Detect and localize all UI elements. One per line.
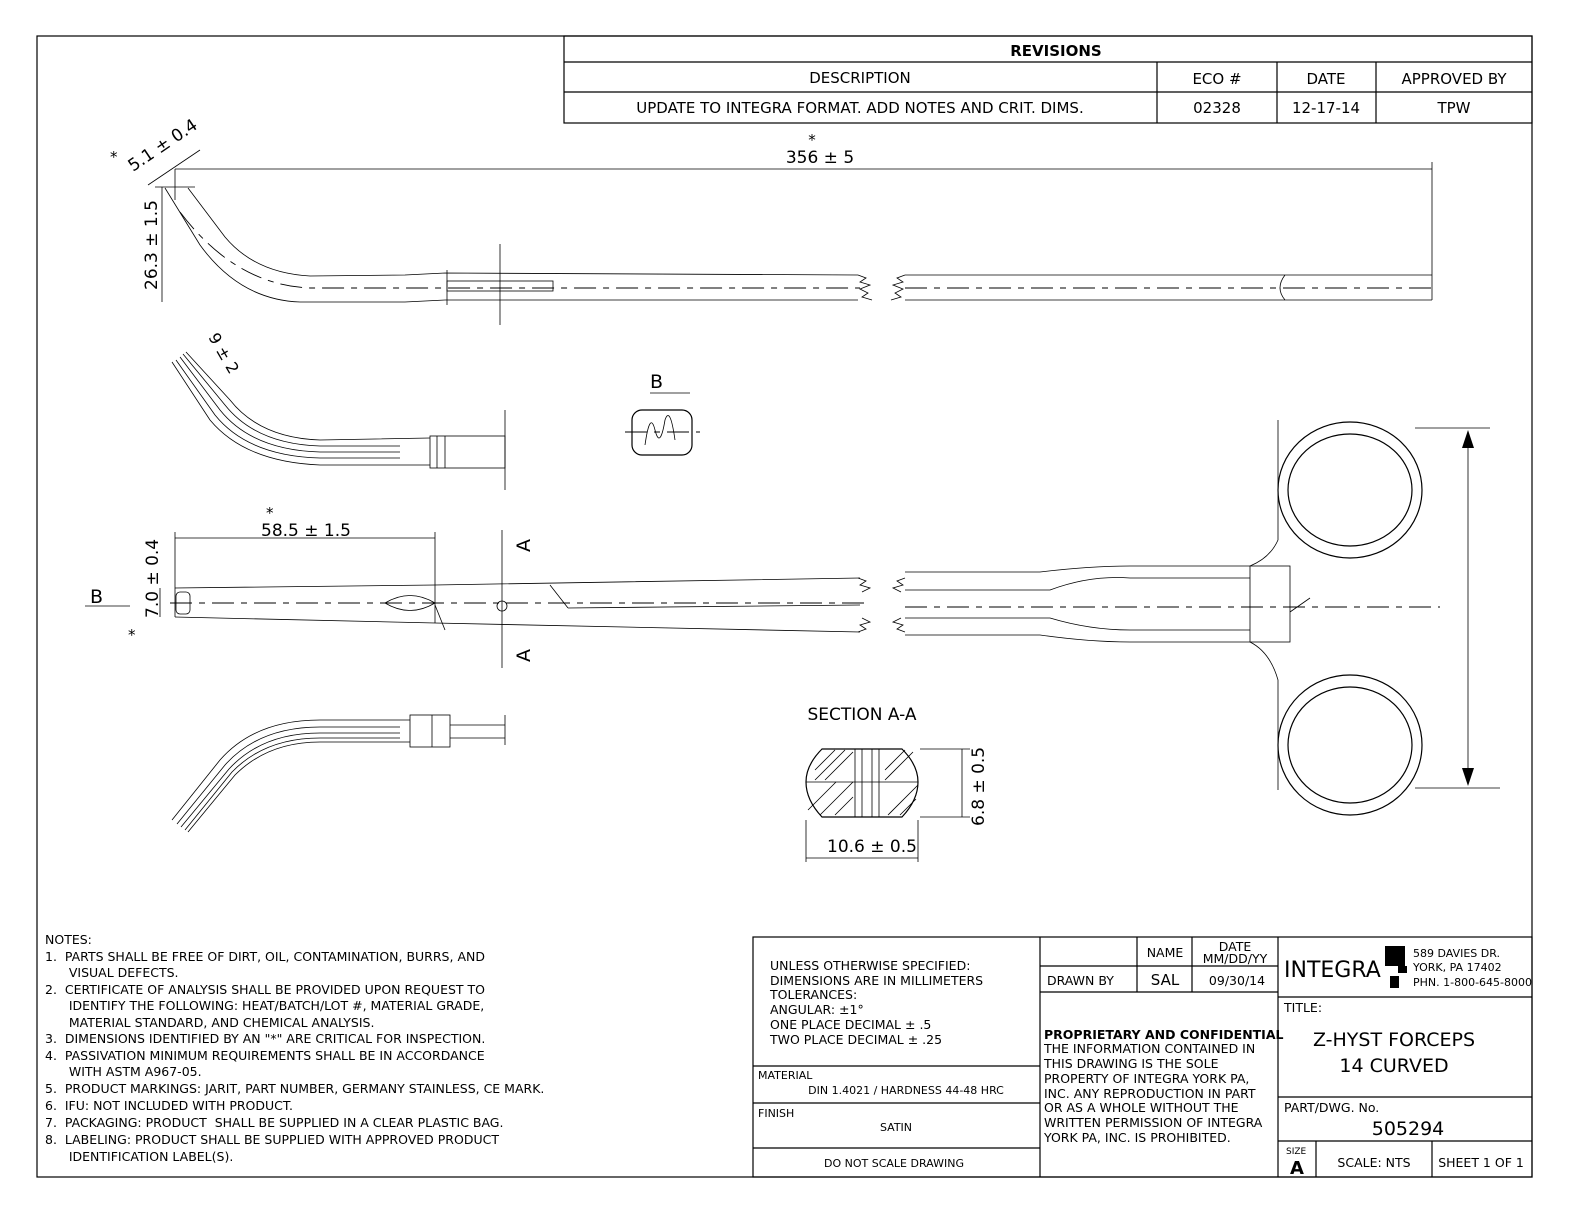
dim-overall-length: 356 ± 5 (786, 148, 854, 168)
size-value: A (1290, 1158, 1304, 1179)
note-line: IDENTIFY THE FOLLOWING: HEAT/BATCH/LOT #… (45, 998, 484, 1013)
note-line: 3. DIMENSIONS IDENTIFIED BY AN "*" ARE C… (45, 1031, 485, 1046)
date-header-format: MM/DD/YY (1203, 951, 1268, 966)
dim-jaw-length: 58.5 ± 1.5 (261, 521, 351, 541)
note-line: 7. PACKAGING: PRODUCT SHALL BE SUPPLIED … (45, 1115, 503, 1130)
note-line: 5. PRODUCT MARKINGS: JARIT, PART NUMBER,… (45, 1081, 544, 1096)
proprietary-title: PROPRIETARY AND CONFIDENTIAL (1044, 1027, 1284, 1042)
tolerance-line: ONE PLACE DECIMAL ± .5 (770, 1017, 931, 1032)
jaw-detail-upper: 9 ± 2 (171, 330, 506, 490)
rev-description: UPDATE TO INTEGRA FORMAT. ADD NOTES AND … (636, 99, 1083, 117)
note-line: 6. IFU: NOT INCLUDED WITH PRODUCT. (45, 1098, 293, 1113)
section-a-label-top: A (513, 539, 535, 552)
proprietary-line: OR AS A WHOLE WITHOUT THE (1044, 1100, 1239, 1115)
proprietary-line: INC. ANY REPRODUCTION IN PART (1044, 1086, 1256, 1101)
view-b-arrow-label: B (90, 586, 103, 608)
note-line: 2. CERTIFICATE OF ANALYSIS SHALL BE PROV… (45, 982, 485, 997)
note-line: VISUAL DEFECTS. (45, 965, 179, 980)
rev-approved: TPW (1436, 99, 1470, 117)
address-line: YORK, PA 17402 (1412, 961, 1502, 974)
section-a-a: SECTION A-A 6.8 ± 0.5 10.6 ± 0.5 (805, 705, 989, 862)
scale: SCALE: NTS (1337, 1155, 1410, 1170)
tolerance-line: TWO PLACE DECIMAL ± .25 (769, 1032, 942, 1047)
col-date: DATE (1306, 70, 1345, 88)
finish-label: FINISH (758, 1107, 794, 1120)
dim-curve-height: 26.3 ± 1.5 (142, 200, 162, 290)
plan-view: * 58.5 ± 1.5 7.0 ± 0.4 * B A A (85, 420, 1500, 816)
title-label: TITLE: (1283, 1000, 1322, 1015)
crit-mark: * (808, 131, 816, 149)
date-header: DATE (1219, 939, 1252, 954)
material-value: DIN 1.4021 / HARDNESS 44-48 HRC (808, 1084, 1004, 1097)
title-block: UNLESS OTHERWISE SPECIFIED: DIMENSIONS A… (752, 936, 1533, 1179)
tolerance-line: TOLERANCES: (769, 987, 857, 1002)
material-label: MATERIAL (758, 1069, 813, 1082)
col-description: DESCRIPTION (809, 69, 911, 87)
drawn-by-label: DRAWN BY (1047, 973, 1114, 988)
proprietary-line: WRITTEN PERMISSION OF INTEGRA (1044, 1115, 1263, 1130)
view-b-label: B (650, 371, 663, 393)
integra-logo: INTEGRA (1284, 946, 1407, 988)
tolerance-line: UNLESS OTHERWISE SPECIFIED: (770, 958, 970, 973)
size-label: SIZE (1286, 1147, 1307, 1157)
part-number: 505294 (1372, 1118, 1445, 1140)
do-not-scale: DO NOT SCALE DRAWING (824, 1157, 964, 1170)
sheet: SHEET 1 OF 1 (1438, 1155, 1524, 1170)
drawn-by-name: SAL (1151, 971, 1180, 989)
col-eco: ECO # (1192, 70, 1241, 88)
section-a-label-bottom: A (513, 649, 535, 662)
view-b: B (625, 371, 700, 456)
dim-tip-thickness: 7.0 ± 0.4 (143, 539, 163, 618)
revisions-table: REVISIONS DESCRIPTION ECO # DATE APPROVE… (563, 35, 1533, 124)
name-header: NAME (1147, 945, 1184, 960)
rev-eco: 02328 (1193, 99, 1241, 117)
section-title: SECTION A-A (808, 705, 917, 725)
dim-section-width: 10.6 ± 0.5 (827, 837, 917, 857)
finish-value: SATIN (880, 1121, 912, 1134)
note-line: MATERIAL STANDARD, AND CHEMICAL ANALYSIS… (45, 1015, 374, 1030)
part-label: PART/DWG. No. (1284, 1100, 1379, 1115)
dim-jaw-serration: 9 ± 2 (205, 330, 243, 378)
crit-mark: * (128, 626, 136, 644)
crit-mark: * (266, 504, 274, 522)
jaw-detail-lower (171, 714, 506, 833)
notes-title: NOTES: (45, 932, 92, 947)
proprietary-line: PROPERTY OF INTEGRA YORK PA, (1044, 1071, 1249, 1086)
col-approved: APPROVED BY (1401, 70, 1507, 88)
address-line: PHN. 1-800-645-8000 (1413, 976, 1532, 989)
note-line: WITH ASTM A967-05. (45, 1064, 202, 1079)
note-line: IDENTIFICATION LABEL(S). (45, 1149, 233, 1164)
company-name: INTEGRA (1284, 958, 1381, 983)
proprietary-line: THIS DRAWING IS THE SOLE (1043, 1056, 1219, 1071)
tolerance-line: ANGULAR: ±1° (770, 1002, 864, 1017)
note-line: 8. LABELING: PRODUCT SHALL BE SUPPLIED W… (45, 1132, 499, 1147)
revisions-title: REVISIONS (1010, 42, 1101, 60)
drawn-date: 09/30/14 (1209, 973, 1265, 988)
crit-mark: * (110, 148, 118, 166)
side-view: * 356 ± 5 * 5.1 ± 0.4 26.3 ± 1.5 (110, 115, 1438, 325)
drawing-title: Z-HYST FORCEPS (1313, 1029, 1475, 1051)
dim-section-height: 6.8 ± 0.5 (969, 747, 989, 826)
proprietary-line: THE INFORMATION CONTAINED IN (1043, 1041, 1255, 1056)
dim-tip-width: 5.1 ± 0.4 (125, 115, 202, 176)
tolerance-line: DIMENSIONS ARE IN MILLIMETERS (770, 973, 983, 988)
proprietary-line: YORK PA, INC. IS PROHIBITED. (1043, 1130, 1231, 1145)
address-line: 589 DAVIES DR. (1413, 947, 1500, 960)
note-line: 1. PARTS SHALL BE FREE OF DIRT, OIL, CON… (45, 949, 485, 964)
rev-date: 12-17-14 (1292, 99, 1360, 117)
drawing-subtitle: 14 CURVED (1339, 1055, 1448, 1077)
note-line: 4. PASSIVATION MINIMUM REQUIREMENTS SHAL… (45, 1048, 485, 1063)
notes: NOTES: 1. PARTS SHALL BE FREE OF DIRT, O… (45, 932, 544, 1164)
